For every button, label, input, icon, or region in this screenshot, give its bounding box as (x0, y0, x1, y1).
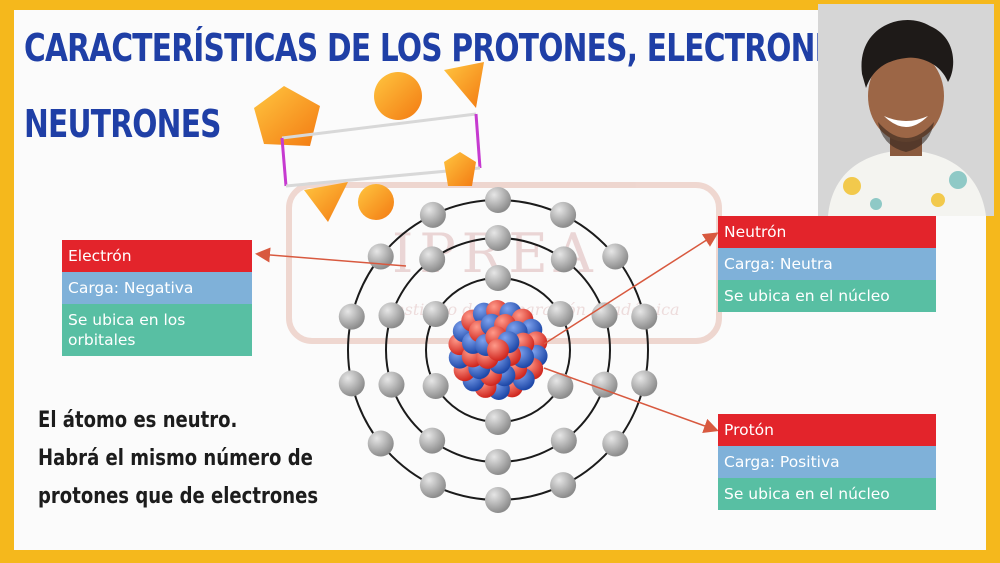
electron-particle (631, 303, 658, 330)
note-line: Habrá el mismo número de (38, 446, 313, 471)
geometric-shapes-icon (254, 62, 484, 222)
electron-charge: Carga: Negativa (62, 272, 252, 304)
electron-particle (367, 430, 394, 457)
circle-shape (358, 184, 394, 220)
electron-particle (485, 187, 511, 213)
atom-diagram-icon (338, 187, 658, 513)
electron-particle (419, 201, 446, 228)
electron-particle (602, 430, 629, 457)
neutron-info-box: Neutrón Carga: Neutra Se ubica en el núc… (718, 216, 936, 312)
electron-particle (485, 265, 511, 291)
triangle-shape (444, 62, 484, 108)
circle-shape (374, 72, 422, 120)
triangle-shape (304, 182, 348, 222)
proton-label: Protón (718, 414, 936, 446)
electron-particle (419, 472, 446, 499)
electron-particle (547, 301, 574, 327)
electron-info-box: Electrón Carga: Negativa Se ubica en los… (62, 240, 252, 356)
electron-particle (485, 487, 511, 513)
note-line: El átomo es neutro. (38, 408, 238, 433)
shape-line (474, 113, 482, 169)
proton-location: Se ubica en el núcleo (718, 478, 936, 510)
electron-particle (550, 246, 577, 273)
electron-arrow (255, 247, 407, 267)
electron-label: Electrón (62, 240, 252, 272)
electron-particle (338, 303, 365, 330)
pentagon-shape (254, 86, 320, 146)
neutron-charge: Carga: Neutra (718, 248, 936, 280)
electron-particle (422, 301, 449, 327)
slide-title-line2: NEUTRONES (24, 102, 222, 146)
proton-arrow (543, 367, 719, 433)
electron-particle (591, 371, 618, 398)
proton-charge: Carga: Positiva (718, 446, 936, 478)
electron-particle (602, 243, 629, 270)
electron-particle (419, 427, 446, 454)
pointer-arrows (255, 232, 719, 433)
electron-particle (378, 302, 405, 329)
electron-particle (547, 373, 574, 399)
shape-line (281, 112, 477, 140)
neutron-arrow (543, 232, 719, 345)
presenter-avatar (818, 4, 994, 216)
electron-particle (550, 201, 577, 228)
slide-title-line1: CARACTERÍSTICAS DE LOS PROTONES, ELECTRO… (24, 26, 886, 70)
electron-particle (631, 370, 658, 397)
electron-particle (485, 225, 511, 251)
neutron-location: Se ubica en el núcleo (718, 280, 936, 312)
proton-info-box: Protón Carga: Positiva Se ubica en el nú… (718, 414, 936, 510)
shape-line (280, 137, 288, 187)
electron-particle (378, 371, 405, 398)
neutral-atom-note: El átomo es neutro. Habrá el mismo númer… (38, 402, 318, 516)
electron-particle (419, 246, 446, 273)
electron-particle (550, 472, 577, 499)
electron-particle (422, 373, 449, 399)
electron-particle (485, 449, 511, 475)
note-line: protones que de electrones (38, 484, 319, 509)
electron-particle (550, 427, 577, 454)
electron-particle (338, 370, 365, 397)
neutron-label: Neutrón (718, 216, 936, 248)
proton-particle (487, 339, 509, 361)
hexagon-shape (444, 152, 476, 186)
electron-location: Se ubica en los orbitales (62, 304, 252, 356)
electron-particle (485, 409, 511, 435)
presenter-webcam (818, 4, 994, 216)
